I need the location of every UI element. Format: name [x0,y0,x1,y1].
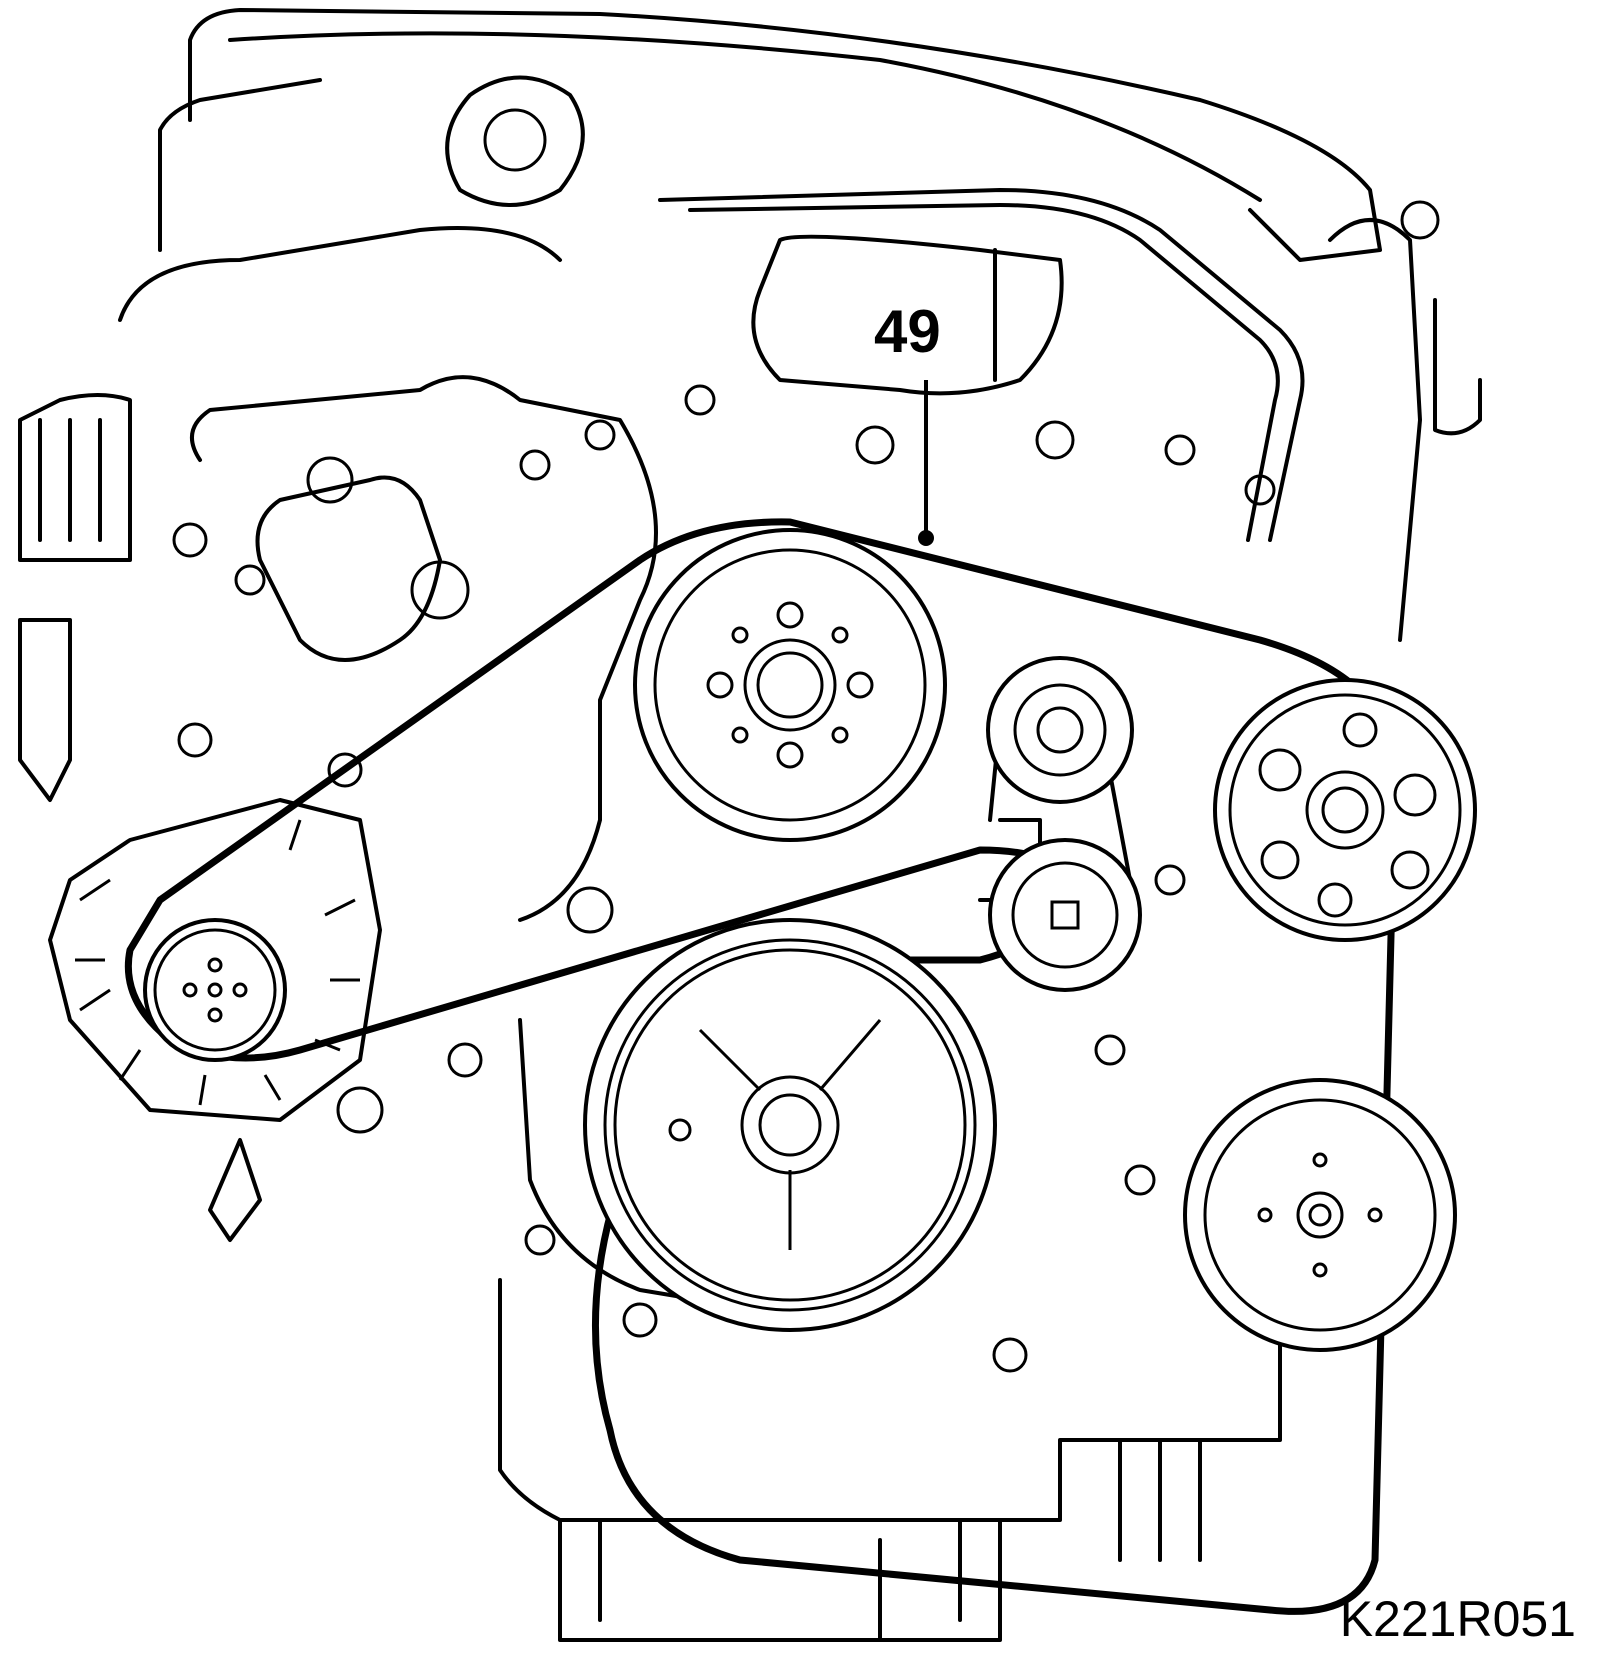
alternator-pulley [143,918,287,1062]
engine-upper-block [18,8,1482,802]
belt-tensioner [986,656,1142,992]
callout-label: 49 [874,298,941,365]
figure-code: K221R051 [1339,1591,1576,1647]
crankshaft-pulley [583,918,997,1332]
ac-compressor-pulley [1183,1078,1457,1352]
timing-cover [190,375,1282,1642]
water-pump-pulley [633,528,947,842]
power-steering-pulley [1213,678,1477,942]
mounting-bolts [172,384,1276,1373]
callout-leader [918,380,934,546]
